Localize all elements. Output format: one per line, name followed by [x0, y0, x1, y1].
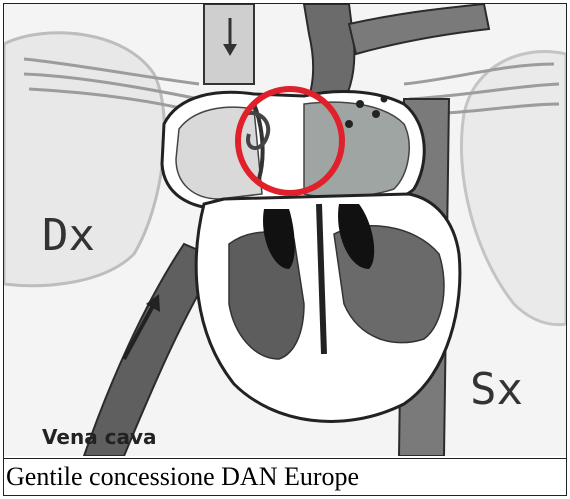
figure-caption: Gentile concessione DAN Europe [6, 462, 359, 492]
caption-divider [3, 458, 567, 459]
pulmonary-vein-dot [381, 96, 388, 103]
pulmonary-vein-dot [372, 110, 380, 118]
heart-illustration: Dx Sx Vena cava [4, 4, 566, 456]
pulmonary-vein-dot [356, 100, 364, 108]
pulmonary-vein-dot [345, 120, 353, 128]
label-sx: Sx [470, 364, 523, 415]
label-dx: Dx [42, 210, 95, 261]
heart-diagram: Dx Sx Vena cava [4, 4, 566, 456]
right-atrium [176, 107, 262, 199]
label-vena-cava: Vena cava [42, 425, 157, 449]
